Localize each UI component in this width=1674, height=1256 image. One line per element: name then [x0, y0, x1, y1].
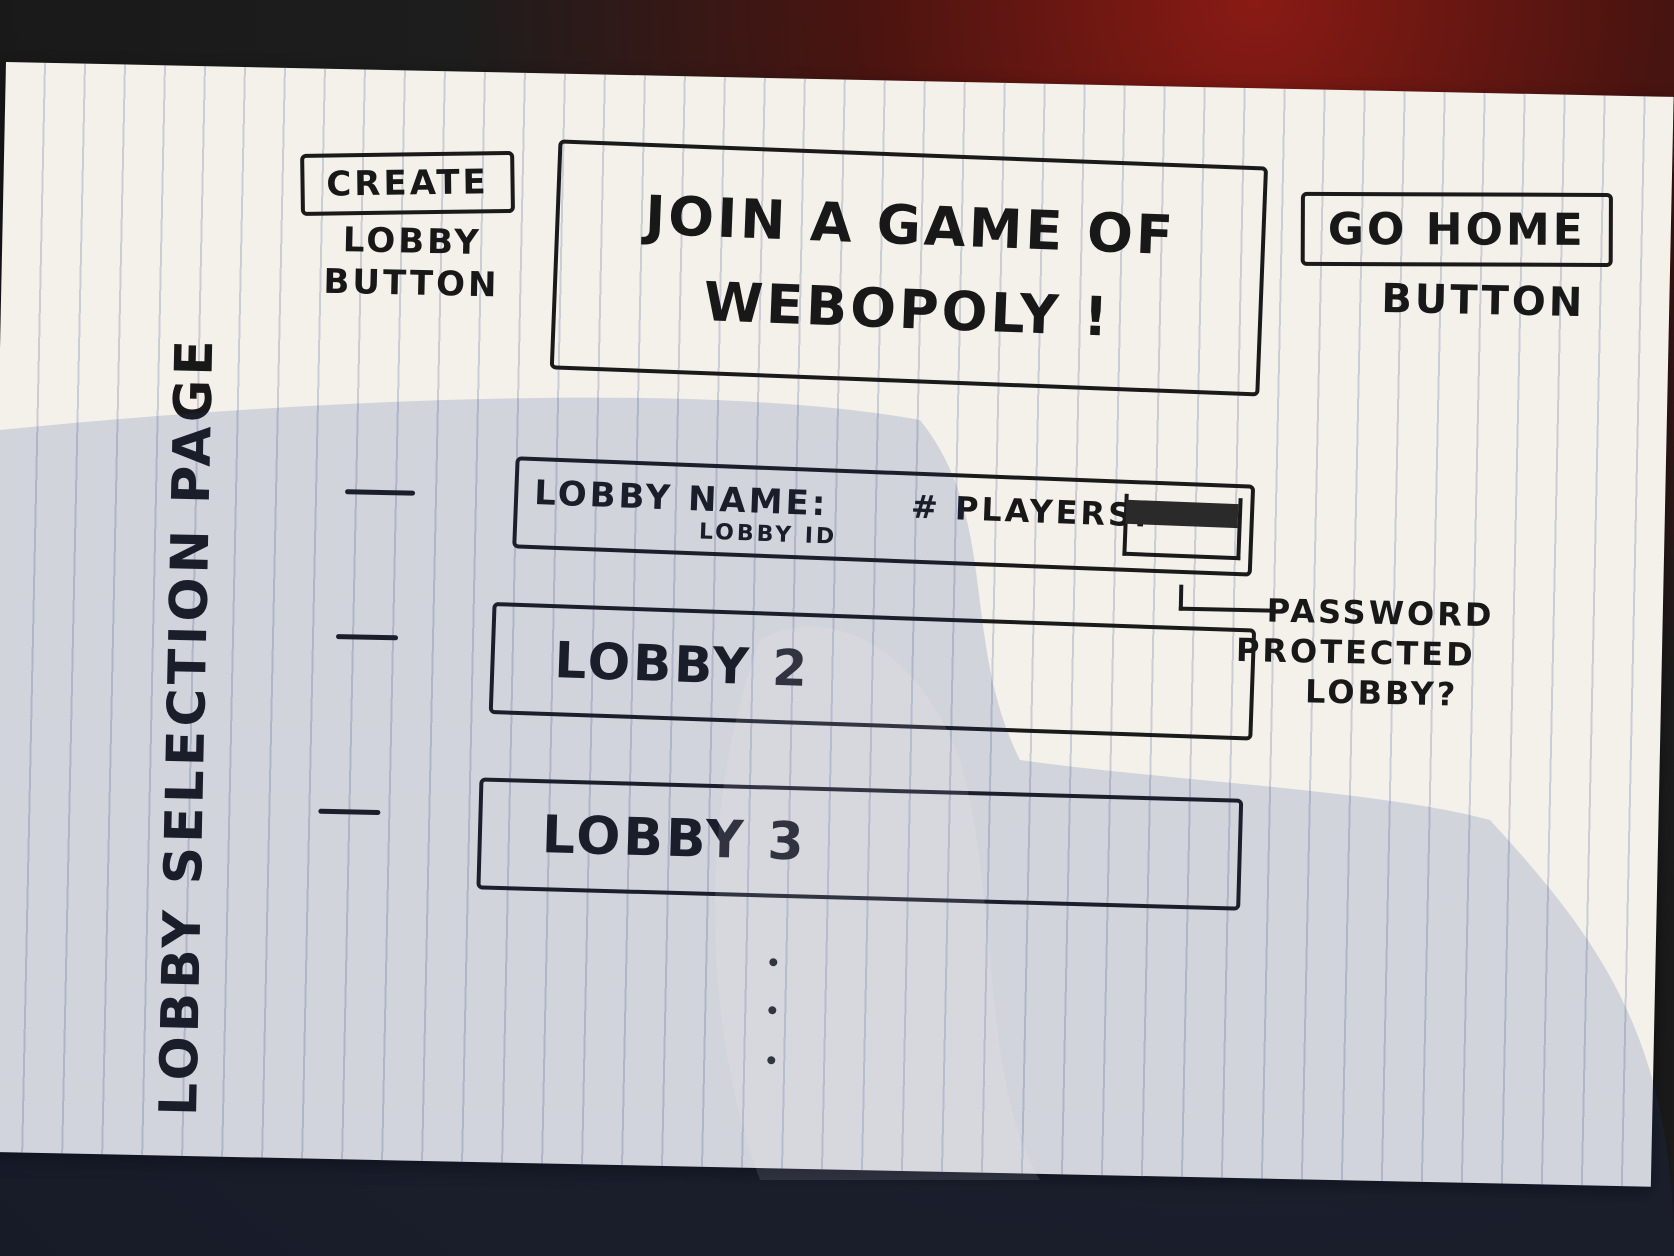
password-annotation-line1: PASSWORD [1266, 591, 1495, 635]
list-bullet-2 [335, 634, 399, 641]
create-lobby-note-line1: LOBBY [342, 220, 483, 263]
lobby-players-label: # PLAYERS: [910, 487, 1151, 535]
lobby-3-label: LOBBY 3 [541, 805, 808, 873]
password-indicator-fill [1125, 499, 1239, 529]
go-home-button-label: GO HOME [1327, 203, 1586, 256]
list-bullet-1 [345, 489, 416, 496]
password-annotation-line2: PROTECTED [1235, 630, 1477, 674]
lobby-2-label: LOBBY 2 [553, 631, 811, 699]
more-lobbies-ellipsis-icon [765, 958, 780, 1088]
header-banner: JOIN A GAME OF WEBOPOLY ! [549, 139, 1269, 397]
password-lock-icon [1122, 493, 1243, 561]
ellipsis-dot [769, 958, 778, 967]
password-annotation-line3: LOBBY? [1304, 672, 1459, 714]
list-bullet-3 [318, 808, 381, 816]
lobby-id-label: LOBBY ID [698, 519, 838, 550]
create-lobby-button[interactable]: CREATE [300, 150, 515, 216]
annotation-connector [1178, 584, 1274, 613]
ellipsis-dot [768, 1006, 777, 1015]
lobby-list-item-3[interactable]: LOBBY 3 [476, 777, 1244, 911]
go-home-note: BUTTON [1380, 275, 1586, 327]
lobby-list-item-1[interactable]: LOBBY NAME: LOBBY ID # PLAYERS: [512, 456, 1256, 577]
sketch-paper: LOBBY SELECTION PAGE CREATE LOBBY BUTTON… [0, 62, 1674, 1187]
page-title: LOBBY SELECTION PAGE [148, 335, 226, 1117]
lobby-name-label: LOBBY NAME: [533, 473, 830, 525]
create-lobby-note-line2: BUTTON [323, 261, 500, 306]
go-home-button[interactable]: GO HOME [1300, 191, 1613, 267]
create-lobby-note: LOBBY BUTTON [306, 218, 518, 306]
create-lobby-button-label: CREATE [326, 162, 490, 205]
ellipsis-dot [767, 1056, 776, 1065]
lobby-list-item-2[interactable]: LOBBY 2 [488, 601, 1257, 741]
password-annotation: PASSWORD PROTECTED LOBBY? [1236, 591, 1495, 716]
